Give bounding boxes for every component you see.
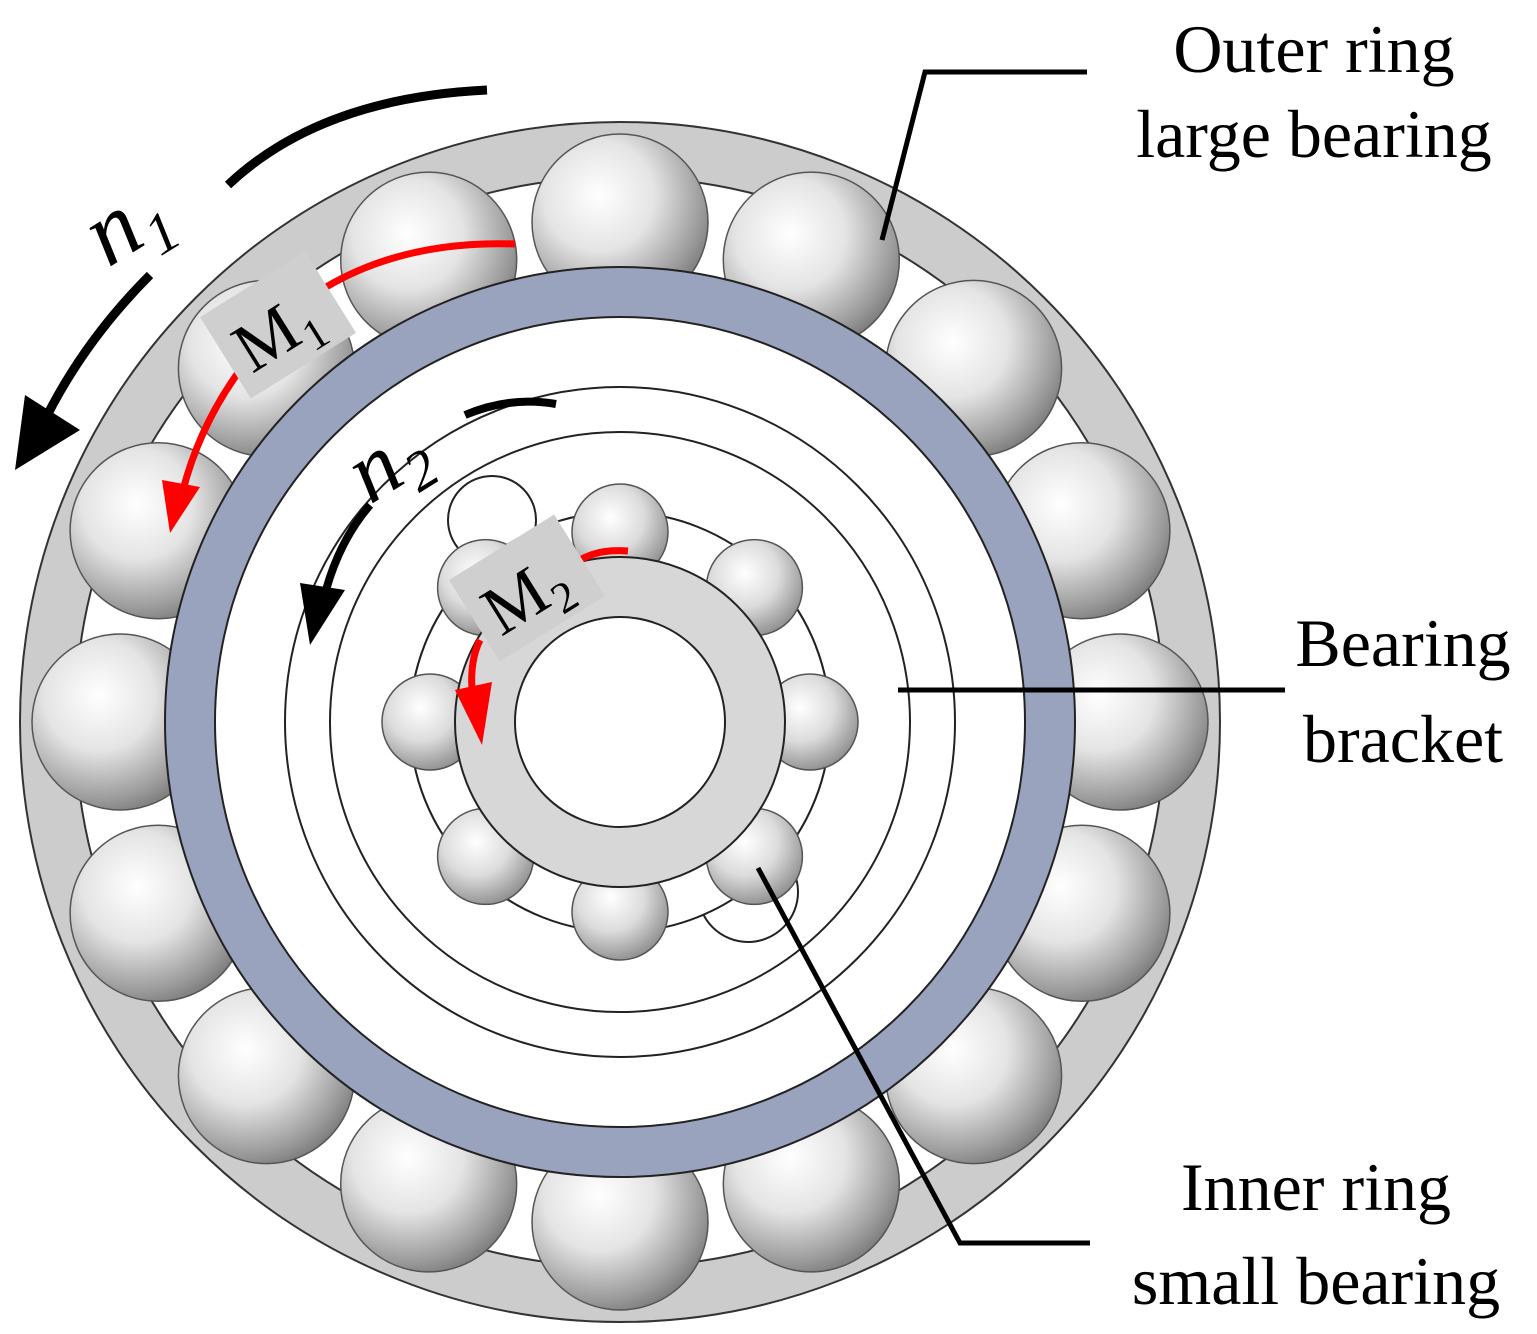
m2-box xyxy=(448,514,606,662)
n1-arrow xyxy=(224,85,488,189)
symbol-n1: n 1 xyxy=(63,171,191,286)
bracket-ring-2 xyxy=(329,431,911,1013)
symbol-m1-box: M 1 xyxy=(199,251,357,399)
outer-label-line1: Outer ring xyxy=(1173,11,1454,87)
bracket-ring-1 xyxy=(284,386,956,1058)
m2-arrowhead xyxy=(455,682,492,745)
small-bearing xyxy=(381,483,859,961)
leader-lines xyxy=(755,69,1285,1246)
inner-label-line1: Inner ring xyxy=(1181,1149,1451,1225)
callout-bracket: Bearing bracket xyxy=(1295,605,1510,777)
n1-arrowhead xyxy=(15,395,80,470)
m1-box xyxy=(199,251,357,399)
n2-arrow-lower xyxy=(322,502,374,592)
symbol-m2-box: M 2 xyxy=(448,514,606,662)
rotation-arrows xyxy=(15,85,629,745)
shaft-bore xyxy=(514,616,726,828)
n2-arrowhead xyxy=(300,583,345,645)
outer-ring-leader xyxy=(879,69,1087,241)
m2-arrow-lower xyxy=(468,638,484,691)
m1-arrow-lower xyxy=(179,367,243,491)
n2-arrow xyxy=(463,397,557,419)
m1-arrowhead xyxy=(162,480,200,533)
m1-arrow xyxy=(316,240,516,295)
callout-inner: Inner ring small bearing xyxy=(1132,1149,1500,1319)
bracket-label-line1: Bearing xyxy=(1295,605,1510,681)
inner-label-line2: small bearing xyxy=(1132,1243,1500,1319)
bracket-label-line2: bracket xyxy=(1303,701,1503,777)
outer-label-line2: large bearing xyxy=(1136,96,1492,172)
inner-ring-leader xyxy=(755,866,1090,1246)
callout-outer: Outer ring large bearing xyxy=(1136,11,1492,172)
n1-arrow-lower xyxy=(35,271,154,432)
